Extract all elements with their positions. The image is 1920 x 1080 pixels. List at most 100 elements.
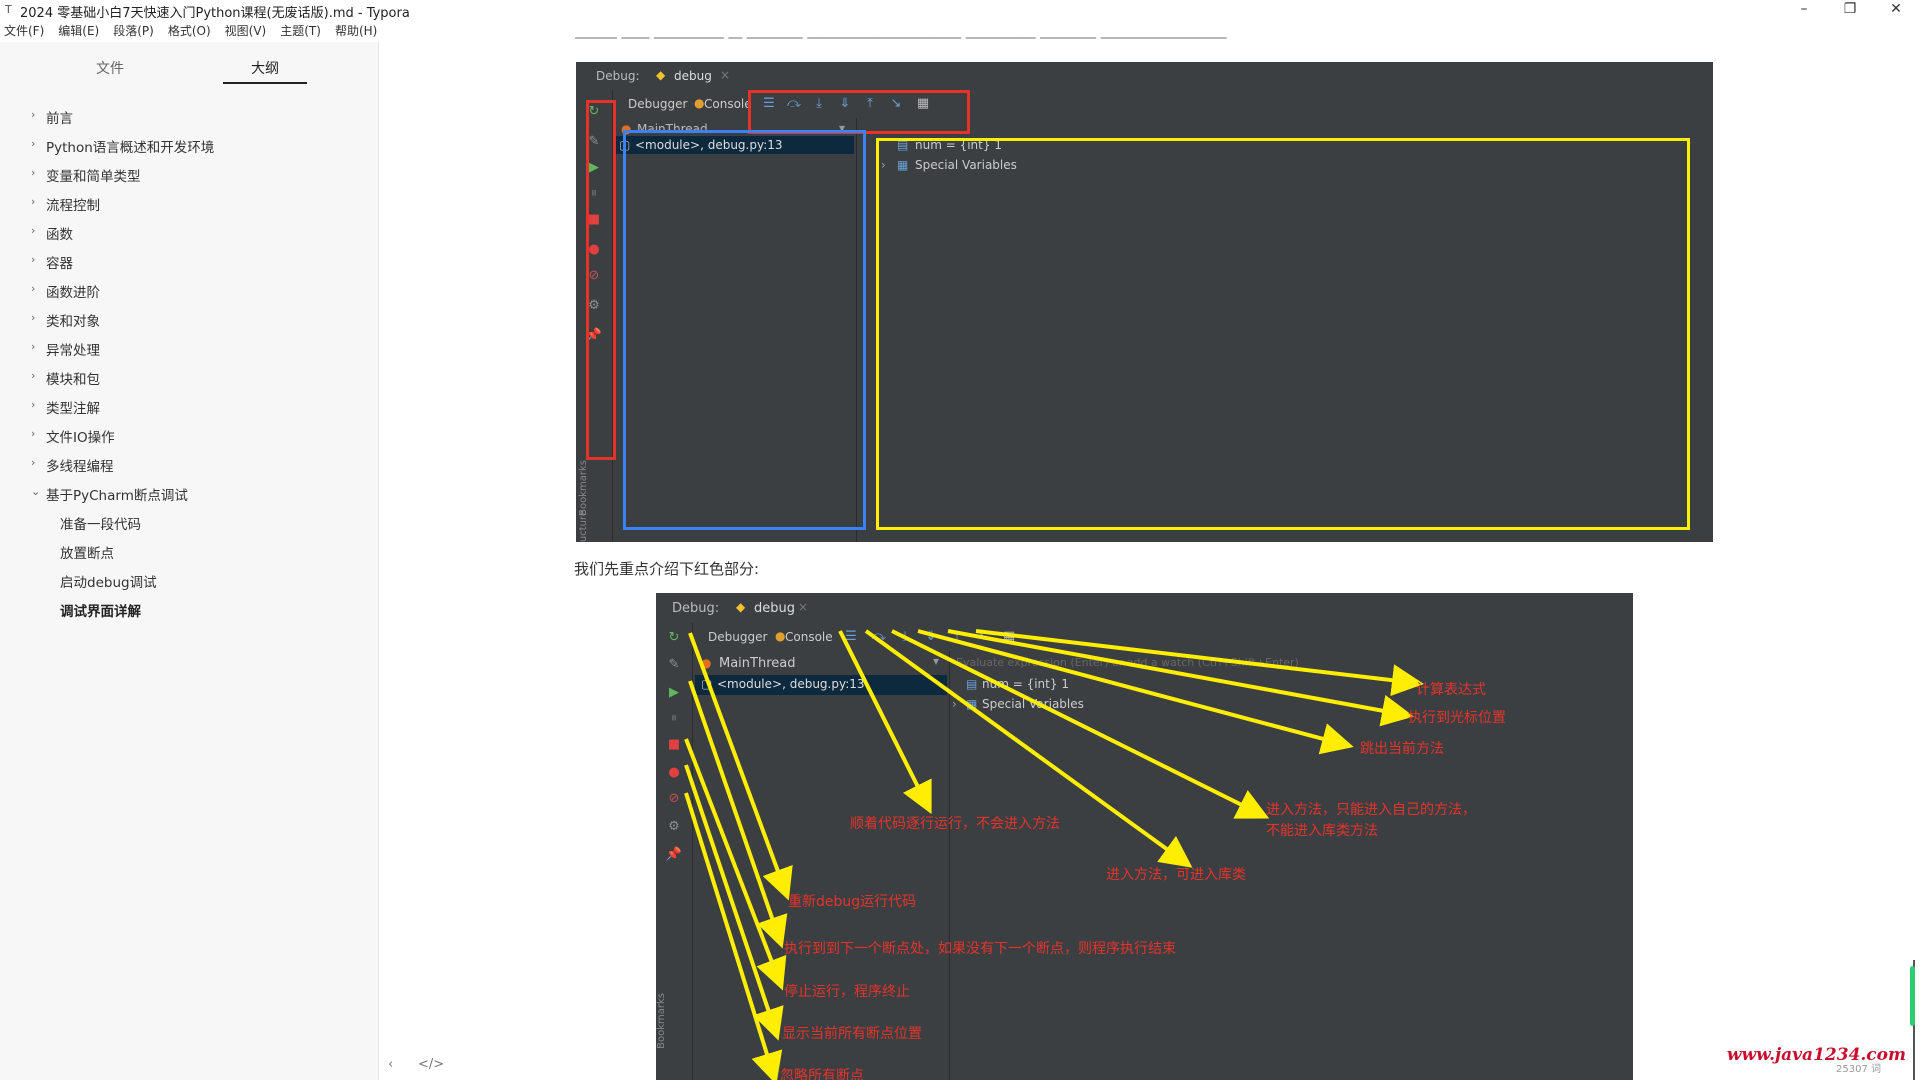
outline-item[interactable]: ›前言 (31, 108, 73, 127)
chevron-right-icon: › (31, 282, 36, 295)
outline-item[interactable]: ›流程控制 (31, 195, 100, 214)
chevron-down-icon: ▾ (839, 121, 846, 135)
variables-panel: ▤ num = {int} 1 › ▦ Special Variables (856, 118, 1713, 542)
frame-icon: ▢ (701, 677, 713, 691)
typora-icon: T (5, 3, 12, 16)
view-breakpoints-icon: ● (668, 765, 680, 780)
outline-item[interactable]: ›容器 (31, 253, 73, 272)
debug-label: Debug: (596, 69, 640, 83)
scrollbar-thumb[interactable] (1910, 966, 1915, 1026)
debug-left-toolbar: ↻ ✎ ▶ ⏸ ■ ● ⊘ ⚙ 📌 Bookmarks (656, 623, 693, 1080)
menu-format[interactable]: 格式(O) (167, 24, 211, 38)
variable-num: num = {int} 1 (915, 138, 1002, 152)
frames-panel: ● MainThread ▾ ▢ <module>, debug.py:13 (613, 118, 856, 542)
special-variables-icon: ▦ (966, 697, 978, 711)
arrow-step-out (917, 629, 1354, 755)
debug-panel-screenshot: Debug: ◆ debug × Debugger ● Console ☰ ⤼ … (576, 62, 1713, 542)
menu-help[interactable]: 帮助(H) (334, 24, 378, 38)
run-to-cursor-icon: ↘ (890, 96, 902, 111)
tab-debugger: Debugger (628, 97, 688, 111)
chevron-right-icon: › (31, 311, 36, 324)
menu-theme[interactable]: 主题(T) (280, 24, 321, 38)
sidebar-collapse-button[interactable]: ‹ (388, 1057, 394, 1072)
settings-icon: ⚙ (588, 298, 600, 313)
debug-label: Debug: (672, 601, 720, 616)
chevron-right-icon: › (31, 340, 36, 353)
restore-button[interactable]: ❐ (1843, 1, 1857, 17)
outline-item[interactable]: ›类型注解 (31, 398, 100, 417)
settings-icon: ⚙ (668, 819, 680, 834)
show-execution-point-icon: ☰ (845, 629, 857, 644)
chevron-right-icon: › (31, 108, 36, 121)
outline-subitem[interactable]: 准备一段代码 (60, 517, 141, 533)
chevron-right-icon: › (31, 369, 36, 382)
special-variables-icon: ▦ (897, 158, 909, 172)
outline-item[interactable]: ›变量和简单类型 (31, 166, 141, 185)
menu-edit[interactable]: 编辑(E) (58, 24, 100, 38)
step-out-icon: ⤒ (954, 629, 960, 644)
close-tab-icon: × (798, 600, 809, 614)
debug-run-tab: debug (754, 601, 795, 616)
menu-file[interactable]: 文件(F) (4, 24, 45, 38)
annotation-mute-breakpoints: 忽略所有断点 (780, 1068, 864, 1080)
chevron-right-icon: › (31, 456, 36, 469)
highlight-toolbar-red (748, 90, 970, 134)
outline-item[interactable]: ›函数进阶 (31, 282, 100, 301)
menu-paragraph[interactable]: 段落(P) (113, 24, 154, 38)
frame-selected-row (695, 675, 947, 695)
frame-item: <module>, debug.py:13 (717, 677, 865, 691)
outline-item-expanded[interactable]: ⌄基于PyCharm断点调试 (31, 485, 188, 504)
annotation-resume: 执行到到下一个断点处，如果没有下一个断点，则程序执行结束 (784, 941, 1176, 957)
chevron-right-icon: › (31, 253, 36, 266)
debug-left-toolbar: ↻ ✎ ▶ ⏸ ■ ● ⊘ ⚙ 📌 Bookmarks Structure (576, 90, 613, 542)
chevron-right-icon: › (31, 166, 36, 179)
thread-icon: ● (621, 122, 632, 136)
rerun-icon: ↻ (668, 630, 680, 645)
console-icon: ● (775, 629, 786, 643)
arrow-mute-breakpoints (684, 792, 783, 1080)
annotation-step-over: 顺着代码逐行运行，不会进入方法 (850, 816, 1060, 832)
annotation-arrows (684, 629, 1424, 1080)
wrench-icon: ✎ (588, 134, 600, 149)
arrow-eval (975, 629, 1424, 697)
source-mode-button[interactable]: </> (418, 1057, 445, 1072)
section-paragraph: 我们先重点介绍下红色部分: (574, 560, 760, 578)
arrow-stop (684, 738, 787, 991)
highlight-leftbar-red (586, 100, 616, 460)
outline-subitem[interactable]: 放置断点 (60, 546, 114, 562)
outline-item[interactable]: ›函数 (31, 224, 73, 243)
close-button[interactable]: ✕ (1890, 1, 1902, 17)
outline-item[interactable]: ›类和对象 (31, 311, 100, 330)
resume-icon: ▶ (589, 160, 599, 175)
stop-icon: ■ (587, 212, 601, 227)
chevron-right-icon: › (31, 137, 36, 150)
thread-selector: MainThread (719, 656, 796, 671)
mute-breakpoints-icon: ⊘ (668, 791, 680, 806)
outline-subitem[interactable]: 启动debug调试 (60, 575, 157, 591)
outline-item[interactable]: ›文件IO操作 (31, 427, 115, 446)
word-count: 25307 词 (1836, 1064, 1881, 1075)
chevron-right-icon: › (31, 427, 36, 440)
annotation-step-out: 跳出当前方法 (1360, 741, 1444, 757)
outline-subitem-current[interactable]: 调试界面详解 (60, 604, 141, 620)
outline-item[interactable]: ›多线程编程 (31, 456, 114, 475)
tab-debugger: Debugger (708, 630, 768, 644)
menu-view[interactable]: 视图(V) (224, 24, 267, 38)
variable-icon: ▤ (966, 677, 978, 691)
arrow-step-into-my (891, 629, 1270, 819)
outline-item[interactable]: ›异常处理 (31, 340, 100, 359)
variable-icon: ▤ (897, 138, 909, 152)
stop-icon: ■ (667, 737, 681, 752)
tab-outline[interactable]: 大纲 (251, 61, 279, 77)
arrow-step-over (838, 630, 932, 815)
active-tab-indicator (223, 82, 307, 84)
tab-console: Console (785, 630, 833, 644)
arrow-step-into (864, 629, 1193, 868)
tab-files[interactable]: 文件 (96, 61, 124, 77)
outline-item[interactable]: ›Python语言概述和开发环境 (31, 137, 215, 156)
chevron-right-icon: › (31, 195, 36, 208)
outline-item[interactable]: ›模块和包 (31, 369, 100, 388)
menu-bar: 文件(F) 编辑(E) 段落(P) 格式(O) 视图(V) 主题(T) 帮助(H… (0, 22, 377, 42)
minimize-button[interactable]: – (1800, 1, 1808, 17)
arrow-run-to-cursor (947, 629, 1414, 727)
